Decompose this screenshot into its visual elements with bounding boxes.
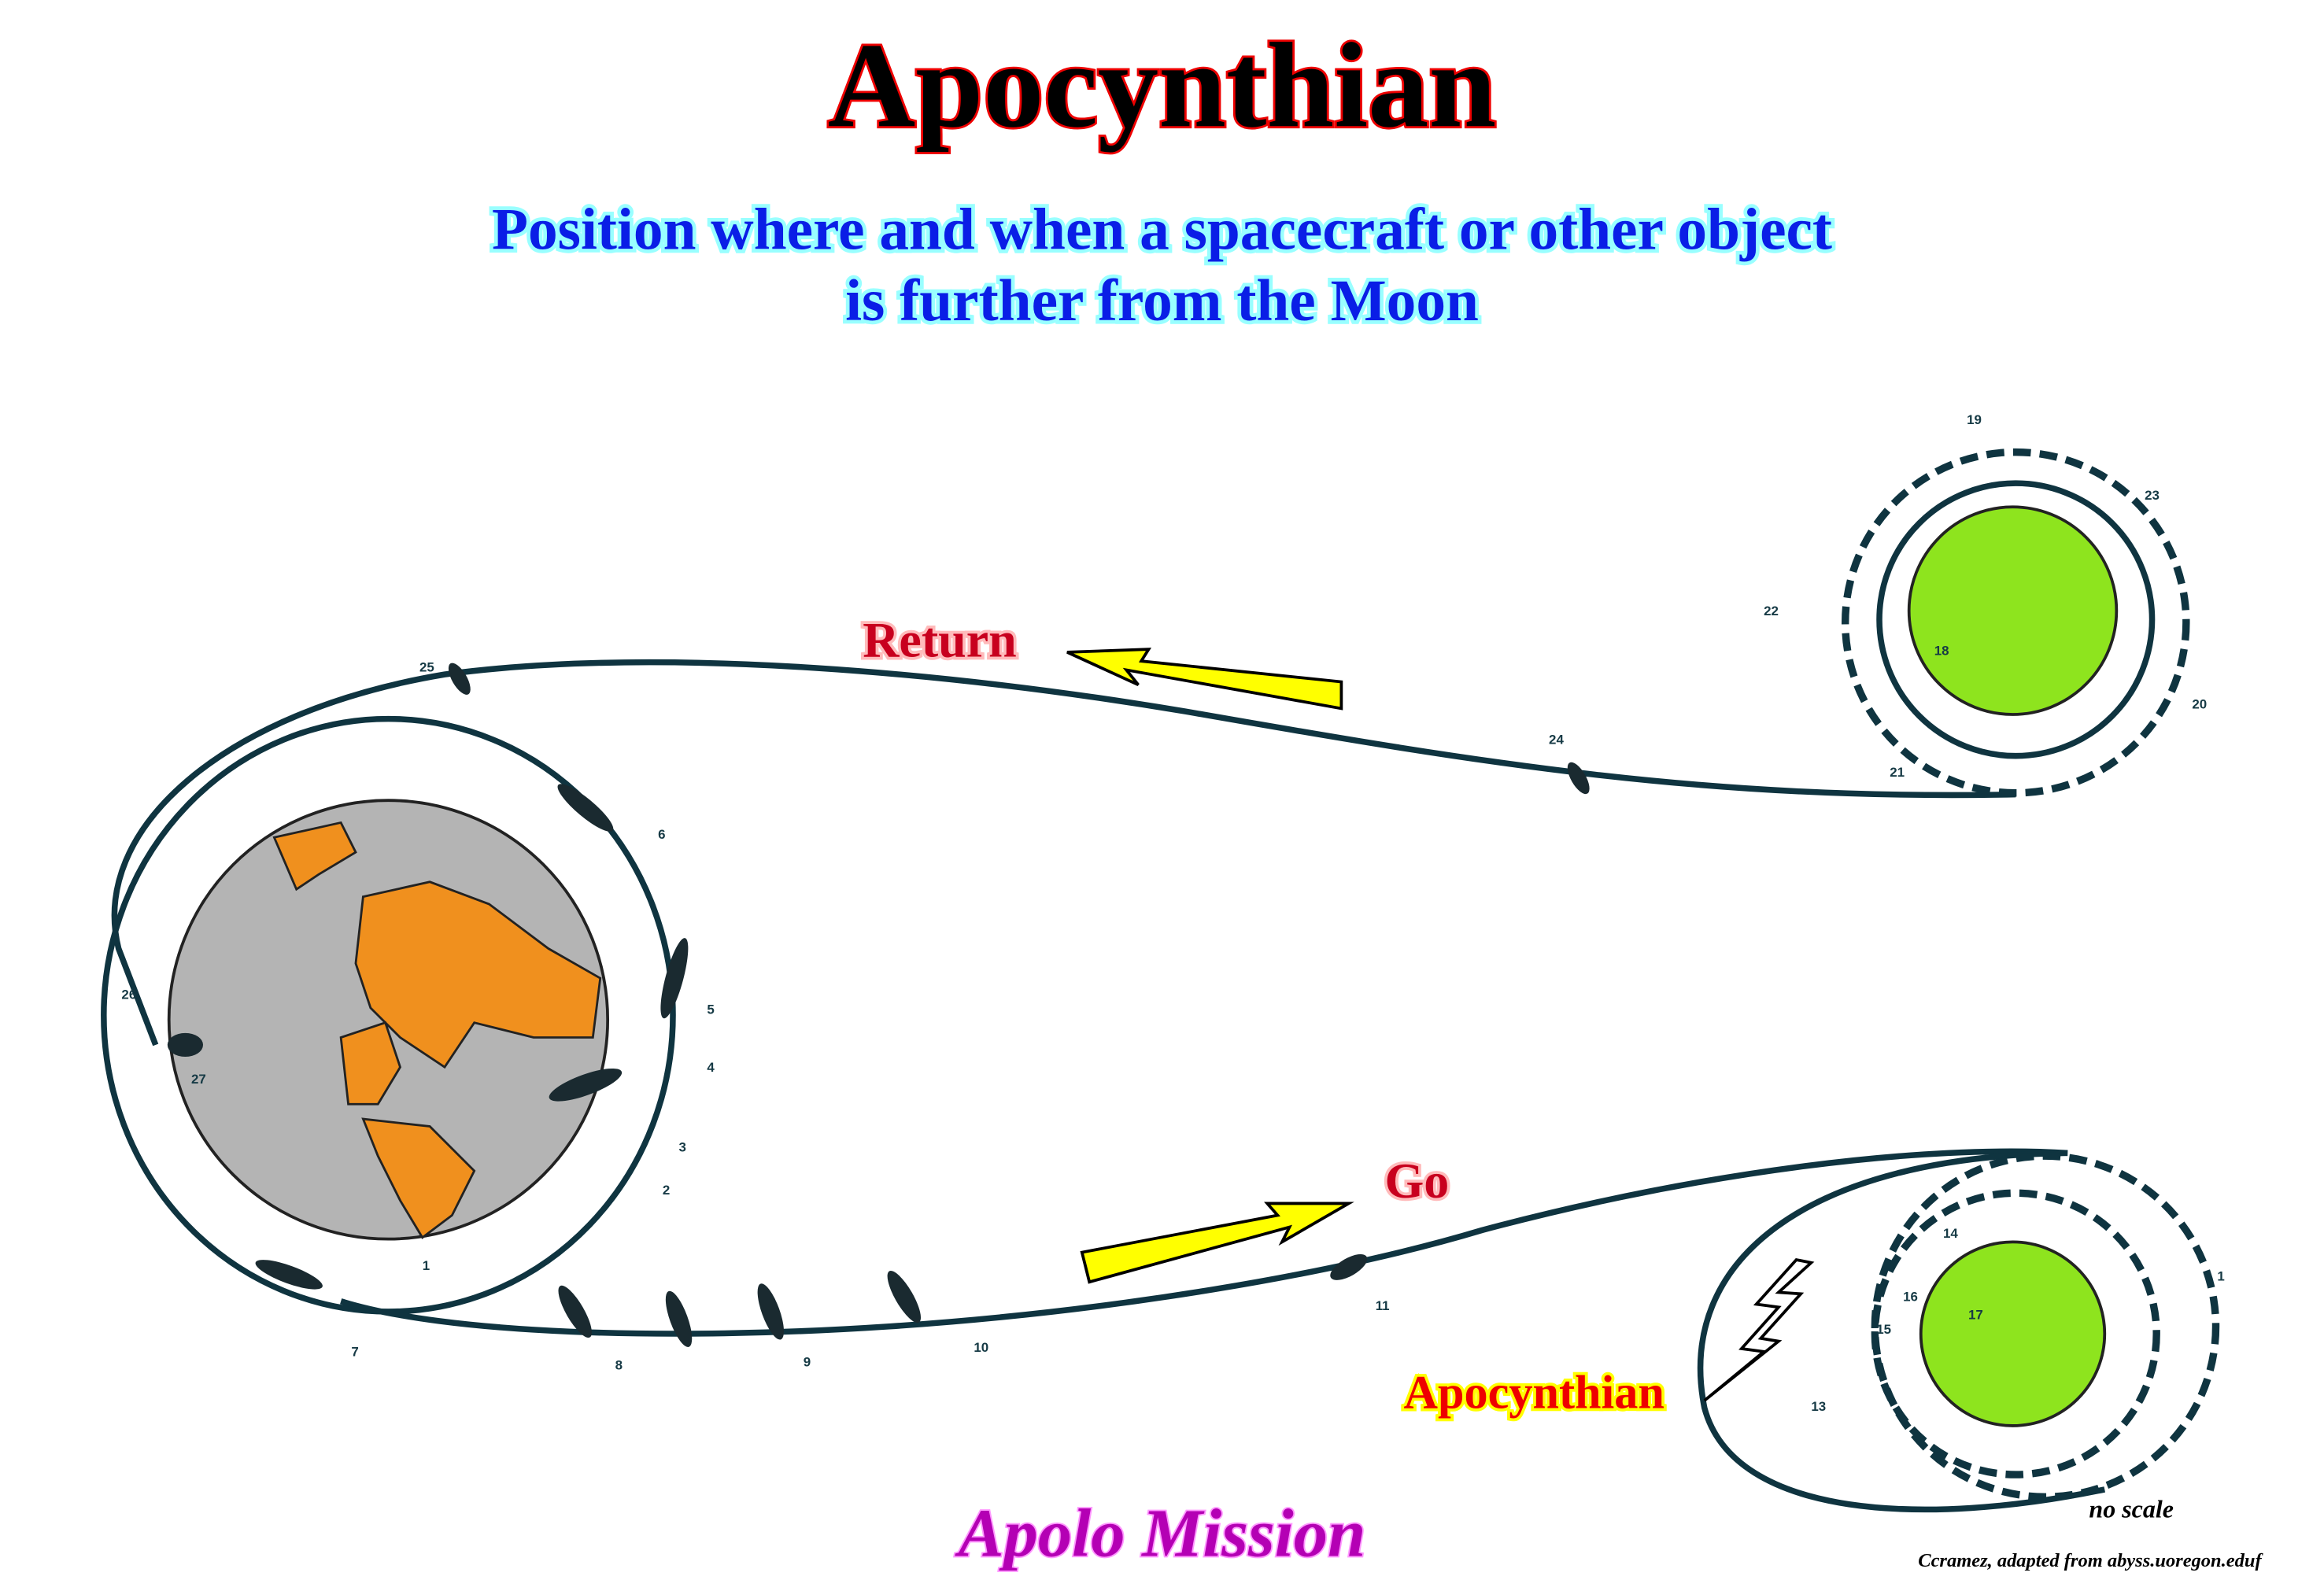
step-number: 14: [1943, 1226, 1958, 1241]
step-number: 17: [1968, 1307, 1983, 1322]
step-number: 15: [1876, 1322, 1891, 1337]
continents: [272, 821, 602, 1239]
step-number: 19: [1967, 412, 1982, 427]
lunar-orbit-inner: [1876, 480, 2156, 759]
step-number: 13: [1811, 1399, 1826, 1414]
earth: [167, 799, 610, 1241]
subtitle-line-2: is further from the Moon: [845, 268, 1479, 334]
go-label: Go: [1385, 1153, 1450, 1209]
go-arrow-icon: [1080, 1202, 1354, 1284]
step-number: 9: [804, 1355, 811, 1370]
step-number: 20: [2192, 696, 2207, 711]
step-number: 27: [191, 1072, 206, 1087]
step-number: 6: [658, 827, 665, 842]
moon-arrival: [1919, 1240, 2107, 1427]
spacecraft-positions: [167, 663, 1590, 1347]
return-label: Return: [863, 612, 1017, 668]
step-number: 23: [2145, 488, 2160, 503]
step-number: 2: [663, 1183, 670, 1198]
step-number: 11: [1376, 1298, 1390, 1313]
step-number: 26: [121, 988, 136, 1002]
step-number: 1: [2217, 1268, 2224, 1283]
step-number: 21: [1890, 765, 1905, 780]
step-number: 7: [351, 1344, 358, 1359]
lunar-orbit-arrival-inner: [1871, 1189, 2160, 1478]
lunar-approach-loop: [1697, 1150, 2106, 1513]
page-title: Apocynthian: [828, 18, 1496, 153]
step-number: 24: [1549, 733, 1564, 748]
step-number: 10: [974, 1340, 988, 1355]
step-number: 4: [707, 1060, 715, 1075]
no-scale-note: no scale: [2089, 1495, 2174, 1523]
subtitle-line-1: Position where and when a spacecraft or …: [492, 198, 1832, 263]
return-arrow-icon: [1066, 648, 1343, 711]
credit: Ccramez, adapted from abyss.uoregon.eduf: [1918, 1550, 2263, 1571]
step-numbers: 1 2 3 4 5 6 7 8 9 10 11 13 14 15 16 17 1…: [121, 412, 2224, 1414]
step-number: 25: [419, 659, 434, 674]
step-number: 3: [679, 1140, 686, 1155]
return-trajectory: [111, 659, 2016, 1047]
moon-return: [1907, 505, 2119, 716]
step-number: 1: [423, 1258, 430, 1273]
lightning-icon: [1703, 1257, 1815, 1402]
step-number: 16: [1903, 1290, 1918, 1305]
step-number: 8: [615, 1357, 623, 1372]
translunar-trajectory: [340, 1148, 2068, 1337]
apocynthian-label: Apocynthian: [1403, 1366, 1664, 1419]
step-number: 18: [1934, 644, 1949, 659]
mission-label: Apolo Mission: [955, 1496, 1366, 1571]
step-number: 22: [1764, 604, 1779, 618]
lunar-orbit-arrival-outer: [1871, 1152, 2220, 1501]
step-number: 5: [707, 1002, 714, 1017]
lunar-orbit-outer: [1841, 448, 2190, 797]
